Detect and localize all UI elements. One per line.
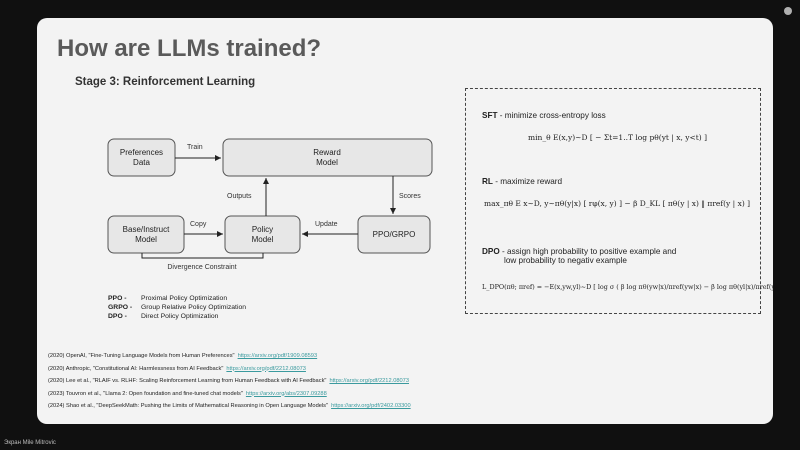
reference-text: (2020) Anthropic, "Constitutional AI: Ha… (48, 365, 224, 372)
base-label-2: Model (135, 235, 157, 244)
dpo-heading: DPO - assign high probability to positiv… (482, 247, 676, 265)
reference-link[interactable]: https://arxiv.org/pdf/1909.08593 (237, 353, 318, 359)
presentation-slide: How are LLMs trained? Stage 3: Reinforce… (37, 18, 773, 424)
acronym-list: PPO - Proximal Policy Optimization GRPO -… (108, 294, 246, 321)
slide-title: How are LLMs trained? (57, 35, 322, 62)
ppo-label: PPO/GRPO (373, 230, 416, 239)
methods-box: SFT - minimize cross-entropy loss min_θ … (465, 88, 773, 314)
scores-label: Scores (399, 193, 421, 200)
policy-label-1: Policy (252, 225, 273, 234)
rl-formula: max_πθ E x~D, y~πθ(y|x) [ rφ(x, y) ] − β… (484, 199, 751, 208)
acronym-abbr: DPO - (108, 313, 127, 320)
reward-label-2: Model (316, 158, 338, 167)
reference-item: (2020) Anthropic, "Constitutional AI: Ha… (48, 366, 411, 379)
reference-text: (2023) Touvron et al., "Llama 2: Open fo… (48, 390, 243, 397)
reference-link[interactable]: https://arxiv.org/abs/2307.09288 (245, 390, 327, 397)
stage-title: Stage 3: Reinforcement Learning (75, 76, 256, 88)
screen-share-caption: Экран Mile Mitrovic (4, 440, 56, 446)
sft-formula: min_θ E(x,y)~D [ − Σt=1..T log pθ(yt | x… (528, 133, 708, 142)
reference-link[interactable]: https://arxiv.org/pdf/2402.03300 (331, 403, 411, 409)
acronym-desc: Proximal Policy Optimization (141, 295, 228, 302)
reference-item: (2024) Shao et al., "DeepSeekMath: Pushi… (48, 403, 411, 416)
reference-text: (2020) OpenAI, "Fine-Tuning Language Mod… (48, 353, 235, 359)
acronym-desc: Group Relative Policy Optimization (141, 304, 247, 311)
preferences-label-2: Data (133, 158, 150, 167)
preferences-label-1: Preferences (120, 148, 163, 157)
outputs-label: Outputs (227, 193, 252, 200)
rl-heading: RL - maximize reward (482, 177, 562, 186)
rl-diagram: Preferences Data Reward Model Base/Instr… (107, 138, 433, 271)
base-label-1: Base/Instruct (123, 225, 170, 234)
divergence-label: Divergence Constraint (167, 264, 236, 271)
dpo-desc: - assign high probability to positive ex… (499, 247, 677, 256)
reference-text: (2024) Shao et al., "DeepSeekMath: Pushi… (48, 403, 329, 409)
update-label: Update (315, 221, 338, 228)
acronym-row: DPO - Direct Policy Optimization (108, 312, 246, 321)
acronym-row: PPO - Proximal Policy Optimization (108, 294, 246, 303)
sft-heading: SFT - minimize cross-entropy loss (482, 111, 606, 120)
rl-desc: - maximize reward (492, 177, 563, 186)
acronym-abbr: GRPO - (108, 304, 133, 311)
acronym-abbr: PPO - (108, 295, 127, 302)
references-list: (2020) OpenAI, "Fine-Tuning Language Mod… (48, 353, 411, 416)
acronym-row: GRPO - Group Relative Policy Optimization (108, 303, 246, 312)
reward-model-box (222, 138, 433, 177)
sft-desc: - minimize cross-entropy loss (497, 111, 606, 120)
sft-name: SFT (482, 111, 498, 120)
dpo-desc-2: low probability to negativ example (504, 256, 627, 265)
reference-text: (2020) Lee et al., "RLAIF vs. RLHF: Scal… (48, 378, 327, 384)
rl-name: RL (482, 177, 493, 186)
dpo-name: DPO (482, 247, 500, 256)
policy-label-2: Model (252, 235, 274, 244)
reference-item: (2023) Touvron et al., "Llama 2: Open fo… (48, 391, 411, 404)
reference-link[interactable]: https://arxiv.org/pdf/2212.08073 (226, 365, 306, 372)
copy-label: Copy (190, 221, 207, 228)
reward-label-1: Reward (313, 148, 341, 157)
acronym-desc: Direct Policy Optimization (141, 313, 219, 320)
reference-item: (2020) Lee et al., "RLAIF vs. RLHF: Scal… (48, 378, 411, 391)
reference-link[interactable]: https://arxiv.org/pdf/2212.08073 (329, 378, 410, 384)
recording-indicator (784, 7, 792, 15)
reference-item: (2020) OpenAI, "Fine-Tuning Language Mod… (48, 353, 411, 366)
dpo-formula: L_DPO(πθ; πref) = −E(x,yw,yl)~D [ log σ … (482, 283, 773, 291)
train-label: Train (187, 144, 203, 151)
divergence-bracket (141, 253, 264, 259)
